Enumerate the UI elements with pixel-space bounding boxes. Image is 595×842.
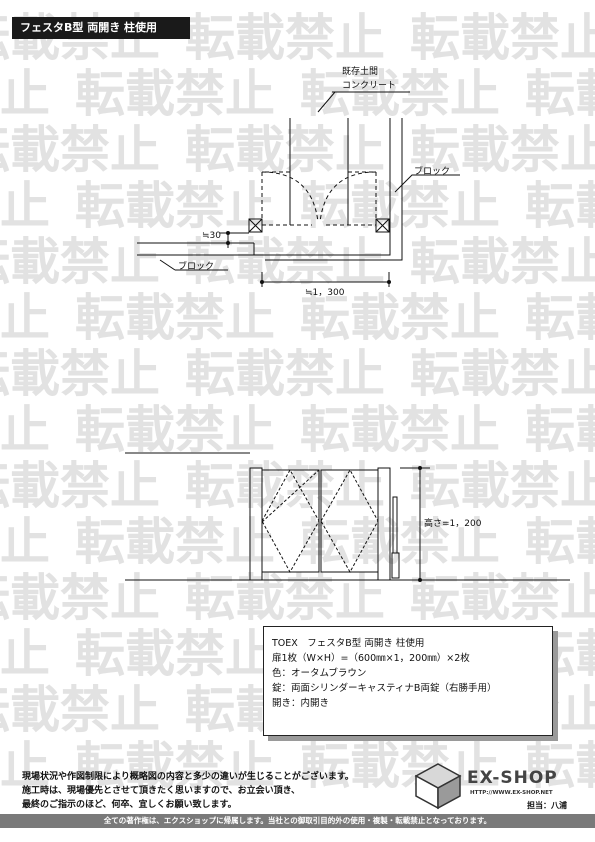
elevation-view: [125, 452, 570, 582]
left-diamond: [261, 468, 320, 574]
left-swing-arc: [261, 171, 319, 223]
existing-concrete-label-1: 既存土間: [342, 67, 379, 77]
note-line-3: 最終のご指示のほど、何卒、宜しくお願い致します。: [22, 800, 237, 810]
spec-color: 色：オータムブラウン: [272, 668, 367, 679]
spec-opening: 開き：内開き: [272, 698, 330, 709]
gate-handle: [392, 496, 398, 554]
right-diamond: [320, 468, 379, 574]
note-line-2: 施工時は、現場優先とさせて頂きたく思いますので、お立会い頂き、: [22, 786, 301, 796]
width-label: ≒1，300: [305, 288, 345, 298]
existing-concrete-label-2: コンクリート: [342, 81, 397, 91]
spec-product: TOEX フェスタB型 両開き 柱使用: [272, 638, 425, 649]
spec-box: TOEX フェスタB型 両開き 柱使用 扉1枚（W×H）=（600㎜×1，200…: [263, 626, 553, 736]
ex-shop-logo-icon: [414, 763, 462, 810]
note-line-1: 現場状況や作図制限により概略図の内容と多少の違いが生じることがございます。: [22, 772, 354, 782]
block-label-left: ブロック: [178, 262, 215, 272]
spec-lock: 錠：両面シリンダーキャスティナB両錠（右勝手用）: [272, 683, 497, 694]
right-post-elevation: [377, 467, 391, 581]
logo-url: HTTP://WWW.EX-SHOP.NET: [470, 790, 553, 796]
block-label-right: ブロック: [414, 167, 451, 177]
right-block-wall: [254, 118, 391, 256]
person-in-charge: 担当：八浦: [527, 801, 567, 810]
right-gate-panel: [320, 469, 379, 573]
spec-size: 扉1枚（W×H）=（600㎜×1，200㎜）×2枚: [272, 653, 470, 664]
plan-view: [137, 91, 460, 287]
left-gate-panel: [261, 469, 320, 573]
notes: 現場状況や作図制限により概略図の内容と多少の違いが生じることがございます。 施工…: [22, 770, 354, 812]
page-title: フェスタB型 両開き 柱使用: [12, 17, 190, 39]
offset-label: ≒30: [202, 231, 222, 241]
height-label: 高さ=1，200: [424, 519, 482, 529]
left-post-elevation: [249, 467, 263, 581]
copyright-footer: 全ての著作権は、エクスショップに帰属します。当社との御取引目的外の使用・複製・転…: [0, 814, 595, 828]
logo-name: EX-SHOP: [467, 768, 558, 788]
right-swing-arc: [319, 171, 377, 223]
